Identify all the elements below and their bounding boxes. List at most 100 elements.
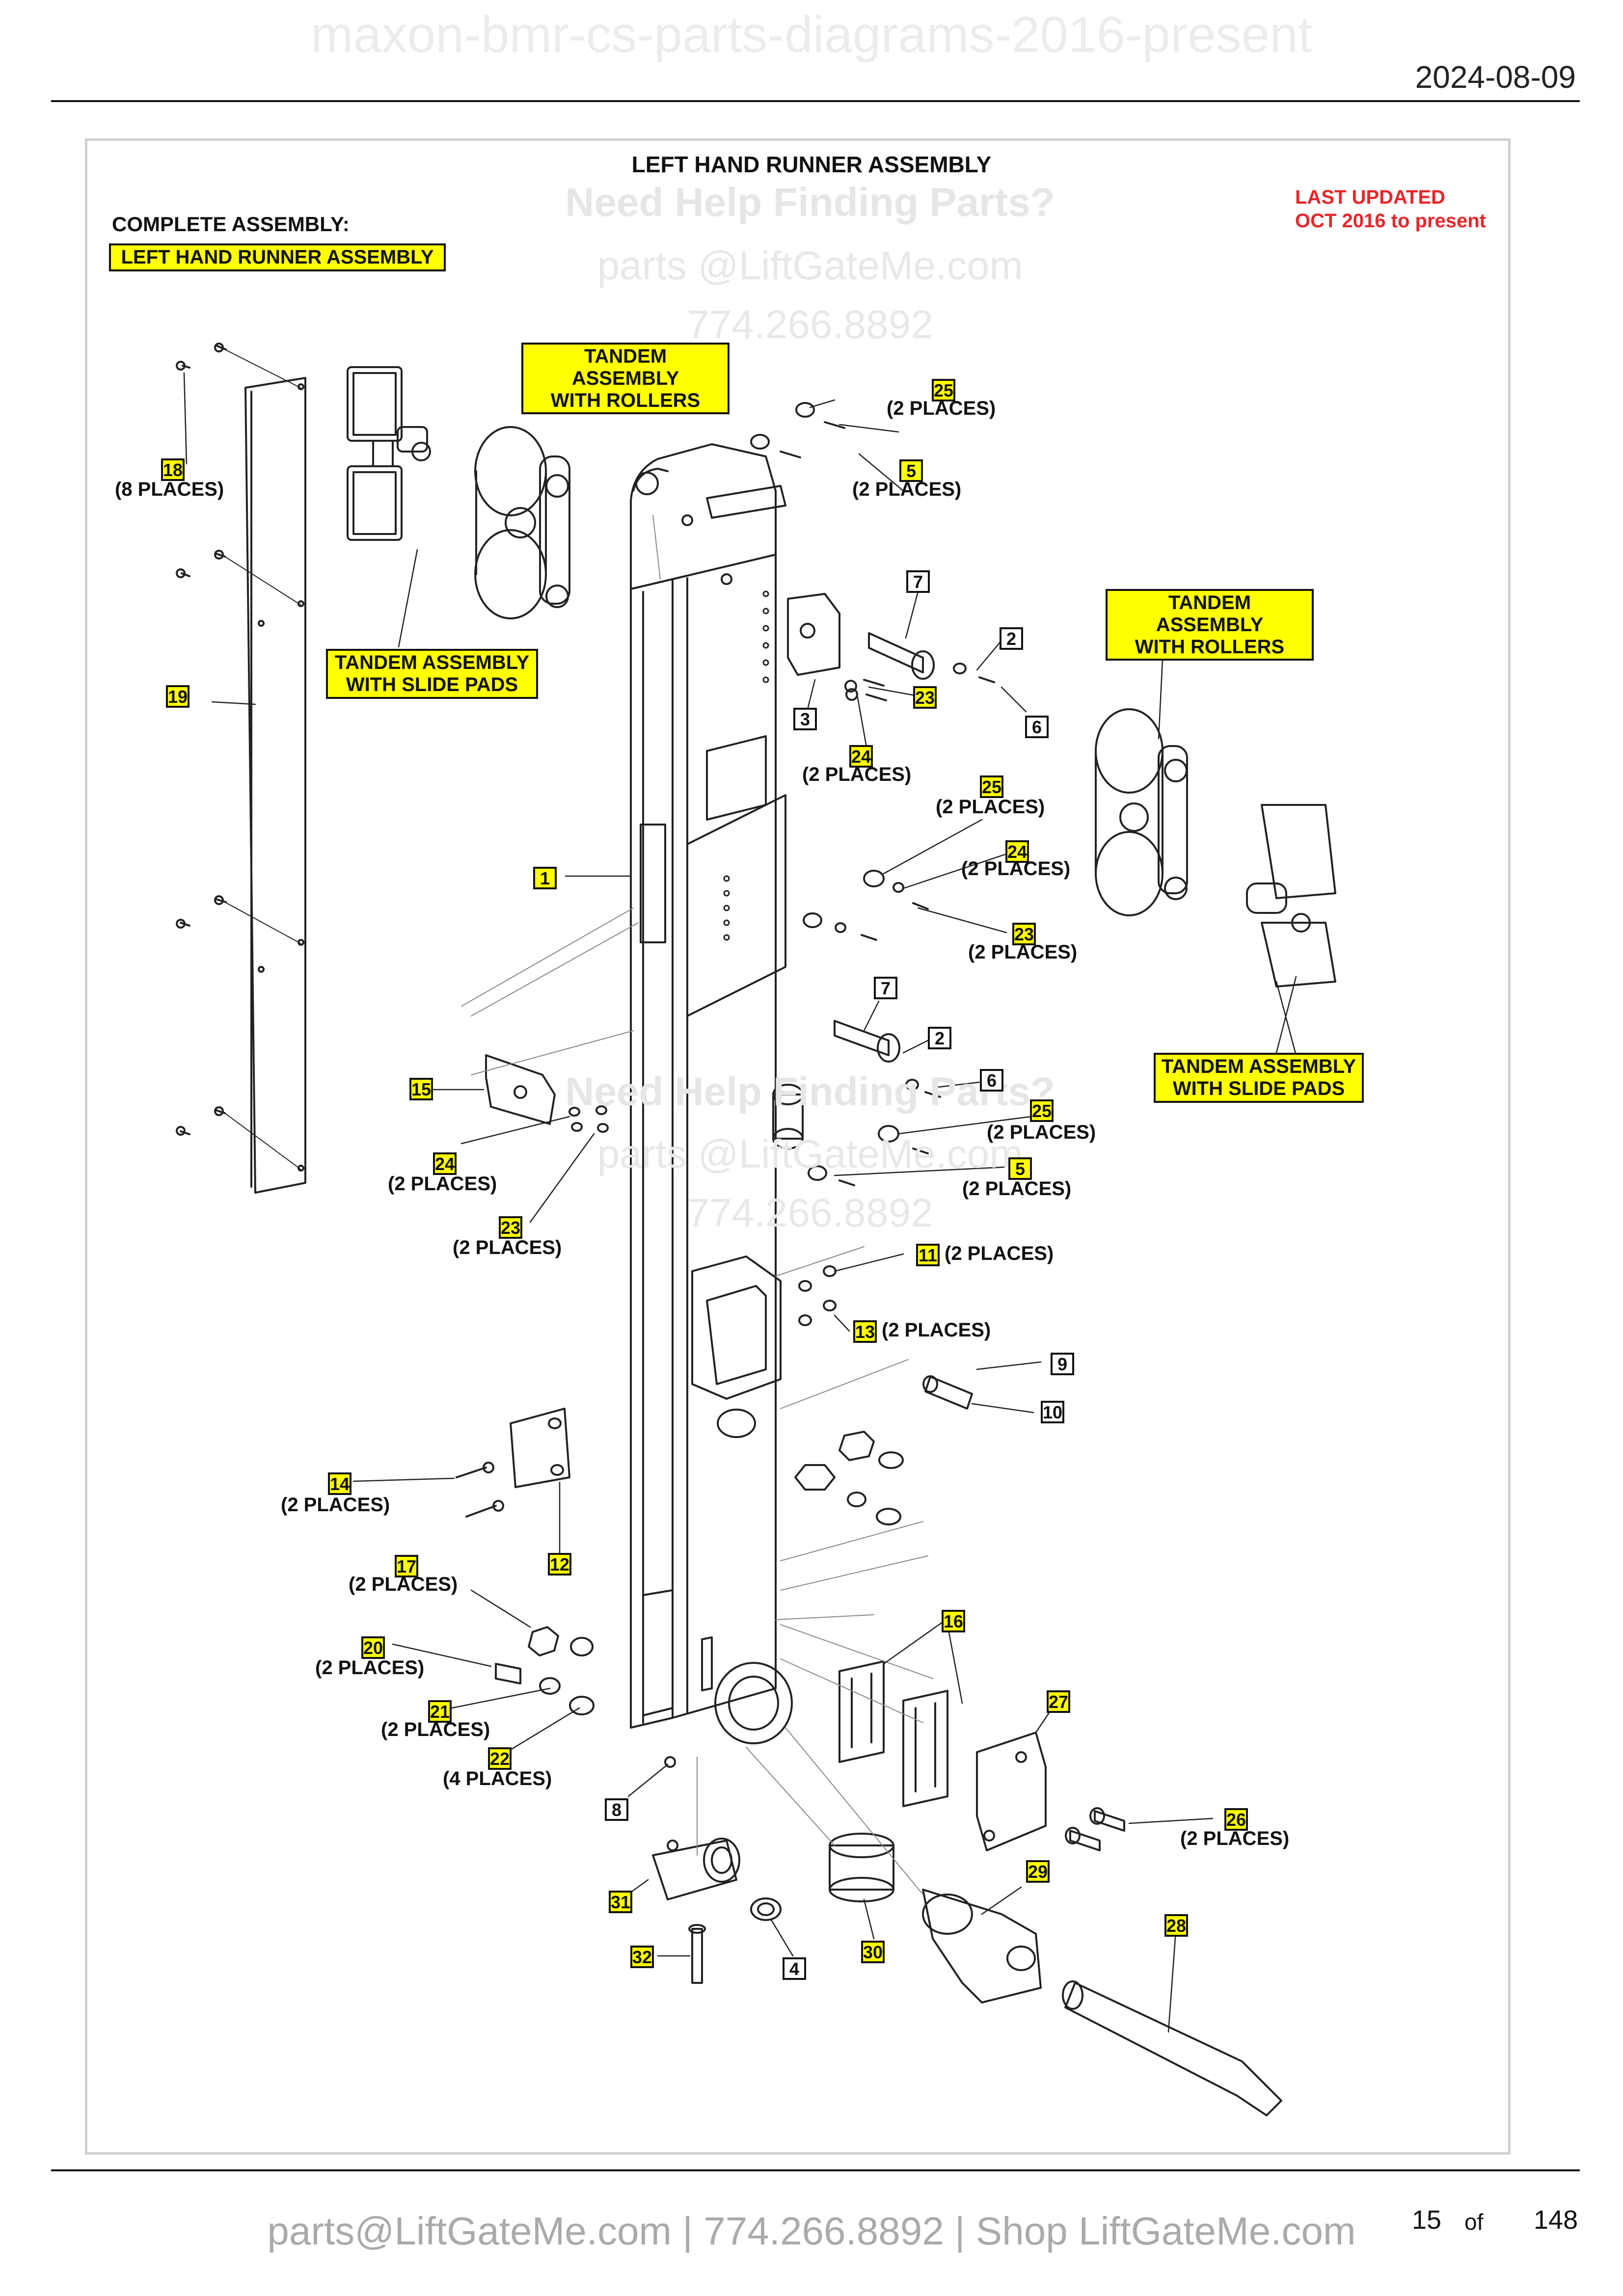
callout-2-top: 2 xyxy=(1000,627,1023,650)
callout-1: 1 xyxy=(533,867,557,889)
pad-block-15-drawing xyxy=(485,1054,609,1133)
callout-30: 30 xyxy=(861,1941,885,1963)
places-25-mid: (2 PLACES) xyxy=(936,796,1045,818)
callout-16: 16 xyxy=(942,1610,965,1632)
places-11: (2 PLACES) xyxy=(945,1243,1054,1264)
callout-28: 28 xyxy=(1164,1914,1188,1937)
complete-assembly-label: COMPLETE ASSEMBLY: xyxy=(112,213,350,236)
bracket-12-drawing xyxy=(456,1408,570,1518)
last-updated-line1: LAST UPDATED xyxy=(1295,187,1445,208)
callout-21: 21 xyxy=(428,1700,452,1723)
callout-22: 22 xyxy=(488,1747,512,1770)
callout-8: 8 xyxy=(605,1798,628,1821)
callout-5-mid: 5 xyxy=(1008,1157,1032,1180)
last-updated-line2: OCT 2016 to present xyxy=(1295,210,1487,232)
tandem-slide-pads-right-drawing xyxy=(1246,804,1336,988)
hardware-middle-drawing xyxy=(794,1431,904,1525)
tandem-slide-pads-label-right: TANDEM ASSEMBLY WITH SLIDE PADS xyxy=(1154,1053,1364,1103)
callout-7-mid: 7 xyxy=(874,977,897,999)
callout-31: 31 xyxy=(609,1891,632,1913)
places-23-mid: (2 PLACES) xyxy=(968,941,1078,963)
places-26: (2 PLACES) xyxy=(1180,1828,1290,1849)
tandem-slide-pads-label-right-line1: TANDEM ASSEMBLY xyxy=(1161,1056,1356,1077)
places-22: (4 PLACES) xyxy=(443,1768,552,1789)
callout-3: 3 xyxy=(793,708,817,730)
callout-15: 15 xyxy=(409,1078,433,1100)
callout-24-top: 24 xyxy=(849,745,873,768)
tandem-rollers-label-left-line1: TANDEM ASSEMBLY xyxy=(571,346,679,389)
callout-23-top: 23 xyxy=(913,686,937,709)
places-24-top: (2 PLACES) xyxy=(802,764,912,785)
tandem-slide-pads-label-right-line2: WITH SLIDE PADS xyxy=(1172,1077,1345,1099)
callout-25-mid: 25 xyxy=(980,775,1003,798)
callout-6-top: 6 xyxy=(1025,716,1049,738)
callout-20: 20 xyxy=(361,1636,385,1659)
places-25-low: (2 PLACES) xyxy=(987,1121,1096,1143)
watermark-help-top: Need Help Finding Parts? xyxy=(565,180,1055,225)
complete-assembly-name: LEFT HAND RUNNER ASSEMBLY xyxy=(109,243,446,271)
lower-parts-drawing xyxy=(652,1756,1282,2116)
callout-14: 14 xyxy=(328,1472,352,1495)
places-25-top: (2 PLACES) xyxy=(887,398,996,419)
pin-7-drawing xyxy=(834,632,935,1063)
places-20: (2 PLACES) xyxy=(315,1657,425,1679)
places-5-top: (2 PLACES) xyxy=(852,479,962,500)
places-17: (2 PLACES) xyxy=(349,1574,458,1595)
watermark-email-mid: parts @LiftGateMe.com xyxy=(597,1132,1023,1176)
side-plate-drawing xyxy=(176,343,306,1194)
callout-23-mid: 23 xyxy=(1012,923,1036,945)
hardware-upper-drawing xyxy=(750,402,995,1186)
callout-25-top: 25 xyxy=(932,379,955,401)
watermark-email-top: parts @LiftGateMe.com xyxy=(597,243,1023,288)
callout-11: 11 xyxy=(916,1244,940,1266)
callout-32: 32 xyxy=(630,1946,654,1968)
callout-5-top: 5 xyxy=(899,459,923,482)
block-27-drawing xyxy=(976,1732,1125,1851)
page-of-label: of xyxy=(1464,2209,1484,2235)
watermark-help-mid: Need Help Finding Parts? xyxy=(565,1069,1055,1114)
tandem-rollers-label-right: TANDEM ASSEMBLY WITH ROLLERS xyxy=(1106,589,1314,661)
hardware-lower-left-drawing xyxy=(495,1626,595,1715)
callout-2-mid: 2 xyxy=(928,1027,951,1049)
page-current: 15 xyxy=(1412,2205,1442,2235)
callout-18: 18 xyxy=(161,458,185,481)
callout-23-left: 23 xyxy=(499,1216,522,1239)
places-18: (8 PLACES) xyxy=(115,479,224,500)
watermark-phone-top: 774.266.8892 xyxy=(687,302,933,347)
places-14: (2 PLACES) xyxy=(281,1494,390,1516)
tandem-rollers-label-right-line1: TANDEM ASSEMBLY xyxy=(1156,592,1264,636)
callout-10: 10 xyxy=(1041,1401,1064,1423)
tandem-slide-pads-label-left: TANDEM ASSEMBLY WITH SLIDE PADS xyxy=(326,649,538,699)
callout-13: 13 xyxy=(853,1320,877,1343)
places-23-left: (2 PLACES) xyxy=(453,1237,562,1258)
callout-17: 17 xyxy=(395,1555,418,1577)
footer-contact: parts@LiftGateMe.com | 774.266.8892 | Sh… xyxy=(267,2209,1356,2253)
callout-26: 26 xyxy=(1224,1808,1248,1831)
callout-27: 27 xyxy=(1047,1690,1070,1713)
tandem-slide-pads-label-left-line1: TANDEM ASSEMBLY xyxy=(334,652,530,673)
diagram-frame xyxy=(85,138,1511,2155)
main-runner-body-drawing xyxy=(630,443,793,1744)
tandem-slide-pads-left-drawing xyxy=(347,366,431,541)
callout-24-left: 24 xyxy=(433,1152,457,1175)
places-24-left: (2 PLACES) xyxy=(388,1173,497,1195)
bushing-body-drawing xyxy=(772,1084,804,1149)
places-21: (2 PLACES) xyxy=(381,1719,490,1740)
callout-24-mid: 24 xyxy=(1005,840,1029,863)
places-13: (2 PLACES) xyxy=(882,1319,991,1341)
header-rule xyxy=(51,100,1580,102)
callout-7-top: 7 xyxy=(906,570,930,593)
tandem-rollers-right-drawing xyxy=(1095,708,1188,916)
callout-4: 4 xyxy=(783,1957,806,1980)
page-total: 148 xyxy=(1534,2205,1578,2235)
wear-plates-16-drawing xyxy=(839,1660,948,1807)
callout-9: 9 xyxy=(1051,1353,1074,1375)
tandem-rollers-label-left-line2: WITH ROLLERS xyxy=(550,389,701,411)
document-watermark-title: maxon-bmr-cs-parts-diagrams-2016-present xyxy=(310,6,1313,63)
tandem-rollers-label-right-line2: WITH ROLLERS xyxy=(1135,636,1285,658)
tandem-rollers-left-drawing xyxy=(474,426,570,619)
footer-rule xyxy=(51,2169,1580,2171)
callout-12: 12 xyxy=(548,1553,571,1575)
callout-25-low: 25 xyxy=(1030,1099,1054,1122)
